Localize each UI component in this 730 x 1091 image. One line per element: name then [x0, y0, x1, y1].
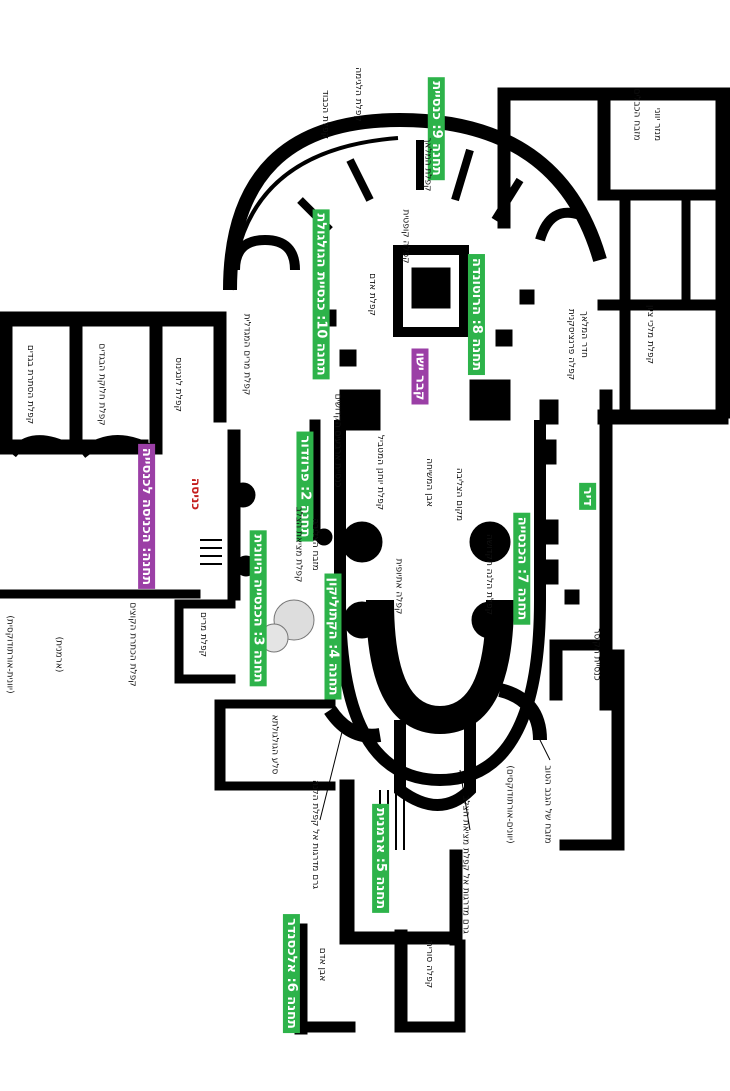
room-label: קפלת אדם — [366, 273, 377, 316]
room-label: מזבח הכבלים — [631, 88, 642, 141]
room-label: קפלת מרים — [198, 611, 209, 658]
map-note: (יוונים-אורתודוקסים) — [504, 765, 515, 844]
room-label: קפלת מלכי ציון — [645, 304, 656, 365]
room-label: קפלת יוחנן המטביל — [375, 434, 386, 511]
room-label: אבן המשיחה — [423, 458, 434, 507]
station-10-label: תחנה 10: כנסיית הגולגולת — [312, 209, 330, 380]
room-label: קפלת המלאך — [422, 137, 433, 192]
walls — [0, 87, 730, 1035]
room-label: מזבח הצליבה — [309, 518, 320, 571]
room-label: קפלת מציאת הצלב — [293, 506, 304, 583]
station-6-label: תחנה 6: אלכסנדר — [282, 914, 300, 1033]
room-label: חדר המלאך — [578, 311, 589, 358]
map-note: (ארמנית) — [53, 636, 64, 673]
room-label: קפלת חלוקת הבגדים — [96, 343, 107, 426]
map-note: קפלת הלגימה — [352, 67, 363, 122]
room-label: אבן אדם — [317, 947, 328, 982]
deir-label: דיר — [579, 482, 597, 511]
station-4-label: תחנה 4: הקתוליקון — [324, 573, 342, 700]
room-label: כנסיית הקיסר — [591, 628, 602, 681]
map-note: גרם מדרגות אל קפלת מציאת הצלב — [460, 795, 471, 934]
map-note: גרם מדרגות אל קפלת הלנה — [310, 779, 321, 890]
room-label: כנסיית ארבעים הקדושים — [332, 393, 343, 488]
room-label: קפלת לונגינוס — [172, 357, 183, 412]
entrance-label: כניסה — [189, 477, 204, 511]
station-7-label: תחנה 7: הכנסייה — [513, 512, 531, 625]
room-label: מנזר יווני — [652, 107, 663, 142]
tomb-label: קבר ישו — [411, 348, 429, 405]
room-label: מקום הצליבה — [454, 467, 465, 522]
start-station-label: תחנה: הכניסה לכנסייה — [138, 443, 156, 590]
room-label: קפלת מרים המגדלית — [241, 313, 252, 396]
room-label: קפלה פרנציסקנית — [566, 308, 577, 381]
room-label: סלע הגולגולתא — [269, 714, 280, 775]
leader-lines — [319, 699, 551, 831]
room-label: קפלה קופטית — [400, 209, 411, 264]
room-label: קפלת הכבוד — [320, 89, 331, 140]
map-note: קפלת הכתרת הקוצים — [127, 602, 138, 687]
station-5-label: תחנה 5: ארמנית — [372, 803, 390, 914]
map-note: (יוונית-אורתודוקסית) — [4, 615, 15, 694]
room-label: קפלת הסתרת בגדים — [25, 344, 36, 425]
room-label: קפלה סורית — [424, 940, 435, 989]
station-3-label: תחנה 3: הכנסייה היוונית — [249, 530, 267, 687]
map-note: מזבח של הגנב הטוב — [542, 765, 553, 844]
room-label: קפלה אתיופית — [393, 558, 404, 615]
room-label: קפלת הלנה הקדושה — [484, 533, 495, 616]
station-8-label: תחנה 8: הרוטונדה — [467, 254, 485, 375]
